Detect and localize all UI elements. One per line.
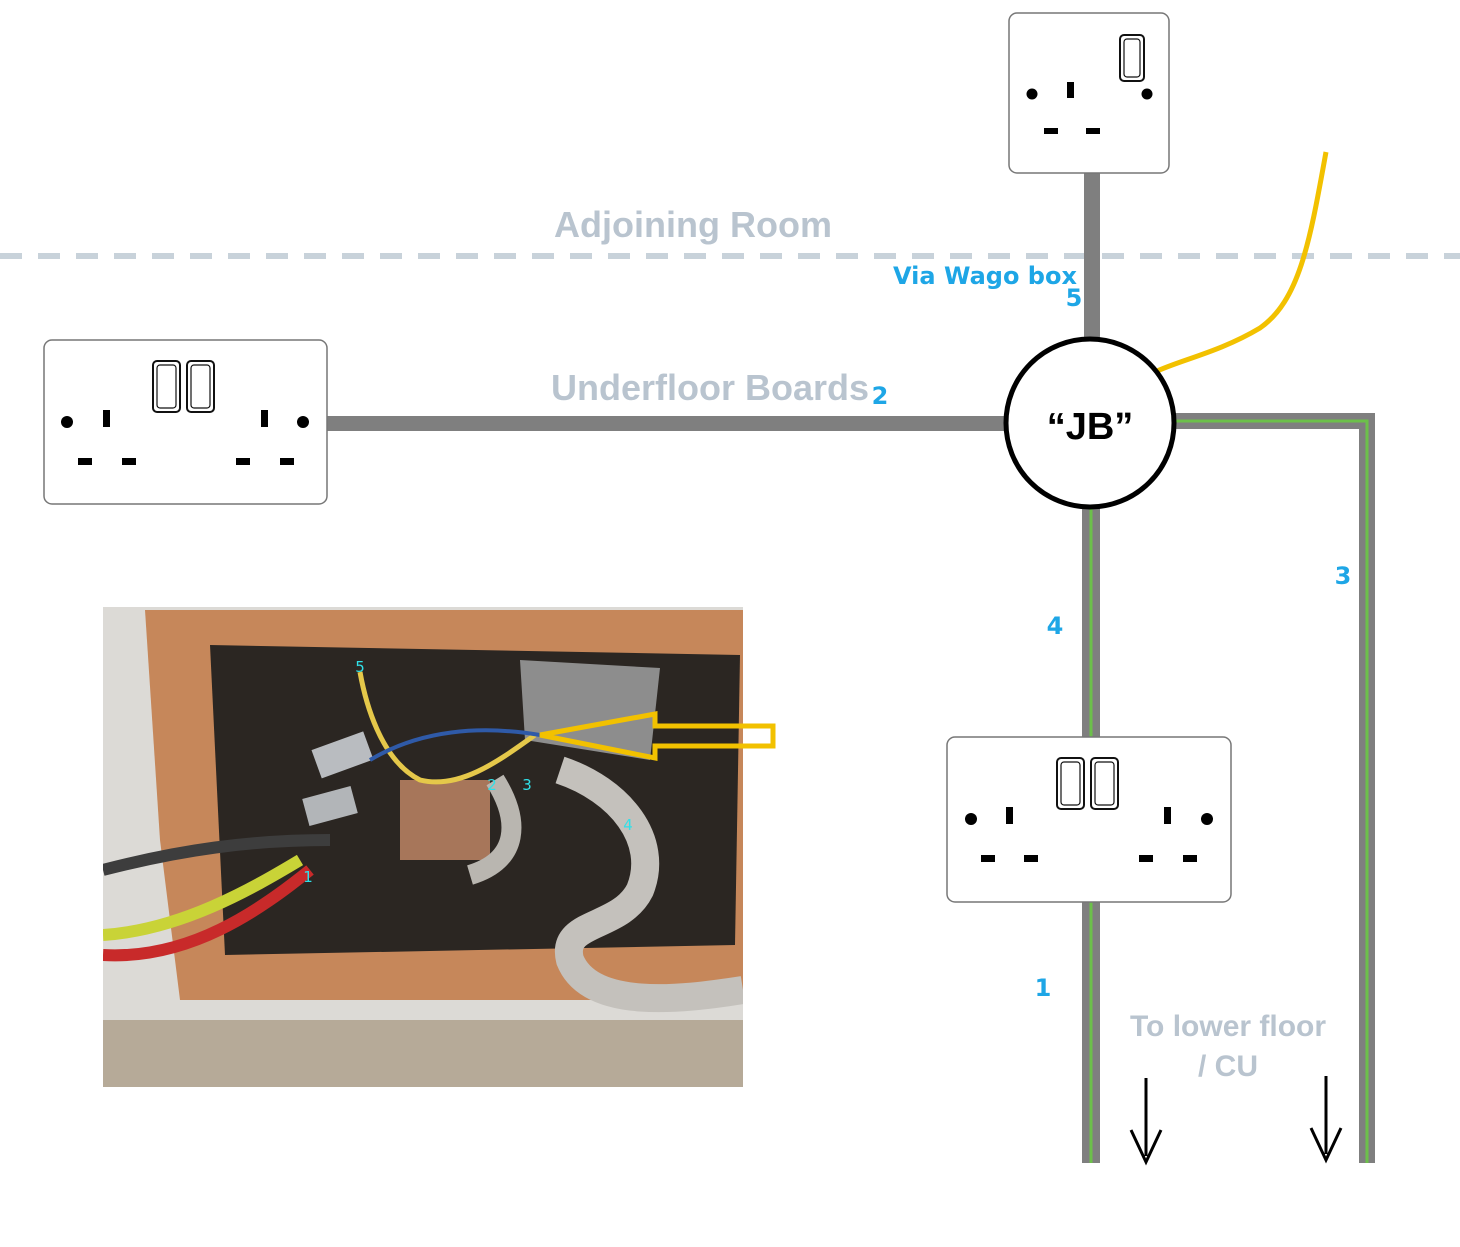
- photo-number-1: 1: [303, 868, 313, 886]
- cable-number-1: 1: [1035, 974, 1052, 1002]
- photo-number-2: 2: [487, 776, 497, 794]
- cable-number-2: 2: [872, 382, 889, 410]
- cable-number-3: 3: [1335, 562, 1352, 590]
- socket-left-double: [43, 339, 328, 505]
- jb-label: “JB”: [1047, 406, 1134, 448]
- cable-number-5: 5: [1066, 284, 1083, 312]
- adjoining-room-label: Adjoining Room: [554, 204, 832, 245]
- down-arrow-icon: [1129, 1078, 1163, 1166]
- socket-lower-double: [946, 736, 1232, 903]
- yellow-outline-arrow-icon: [539, 711, 743, 762]
- down-arrow-icon: [1309, 1076, 1343, 1164]
- yellow-wire: [1153, 151, 1329, 375]
- cable-number-4: 4: [1047, 612, 1064, 640]
- socket-top-single: [1008, 12, 1170, 174]
- to-lower-floor-label-1: To lower floor: [1130, 1010, 1326, 1043]
- yellow-outline-arrow-tail: [743, 723, 776, 749]
- photo-number-4: 4: [623, 816, 633, 834]
- photo-number-3: 3: [522, 776, 532, 794]
- cable-5: [1084, 172, 1100, 340]
- cable-2: [326, 416, 1008, 431]
- to-lower-floor-label-2: / CU: [1198, 1050, 1258, 1083]
- photo-number-5: 5: [355, 658, 365, 676]
- via-wago-label: Via Wago box: [893, 262, 1077, 290]
- cable-3-earth: [1172, 419, 1369, 1163]
- junction-box: [1003, 336, 1177, 510]
- back-box-photo: [103, 607, 743, 1087]
- underfloor-label: Underfloor Boards: [551, 367, 869, 408]
